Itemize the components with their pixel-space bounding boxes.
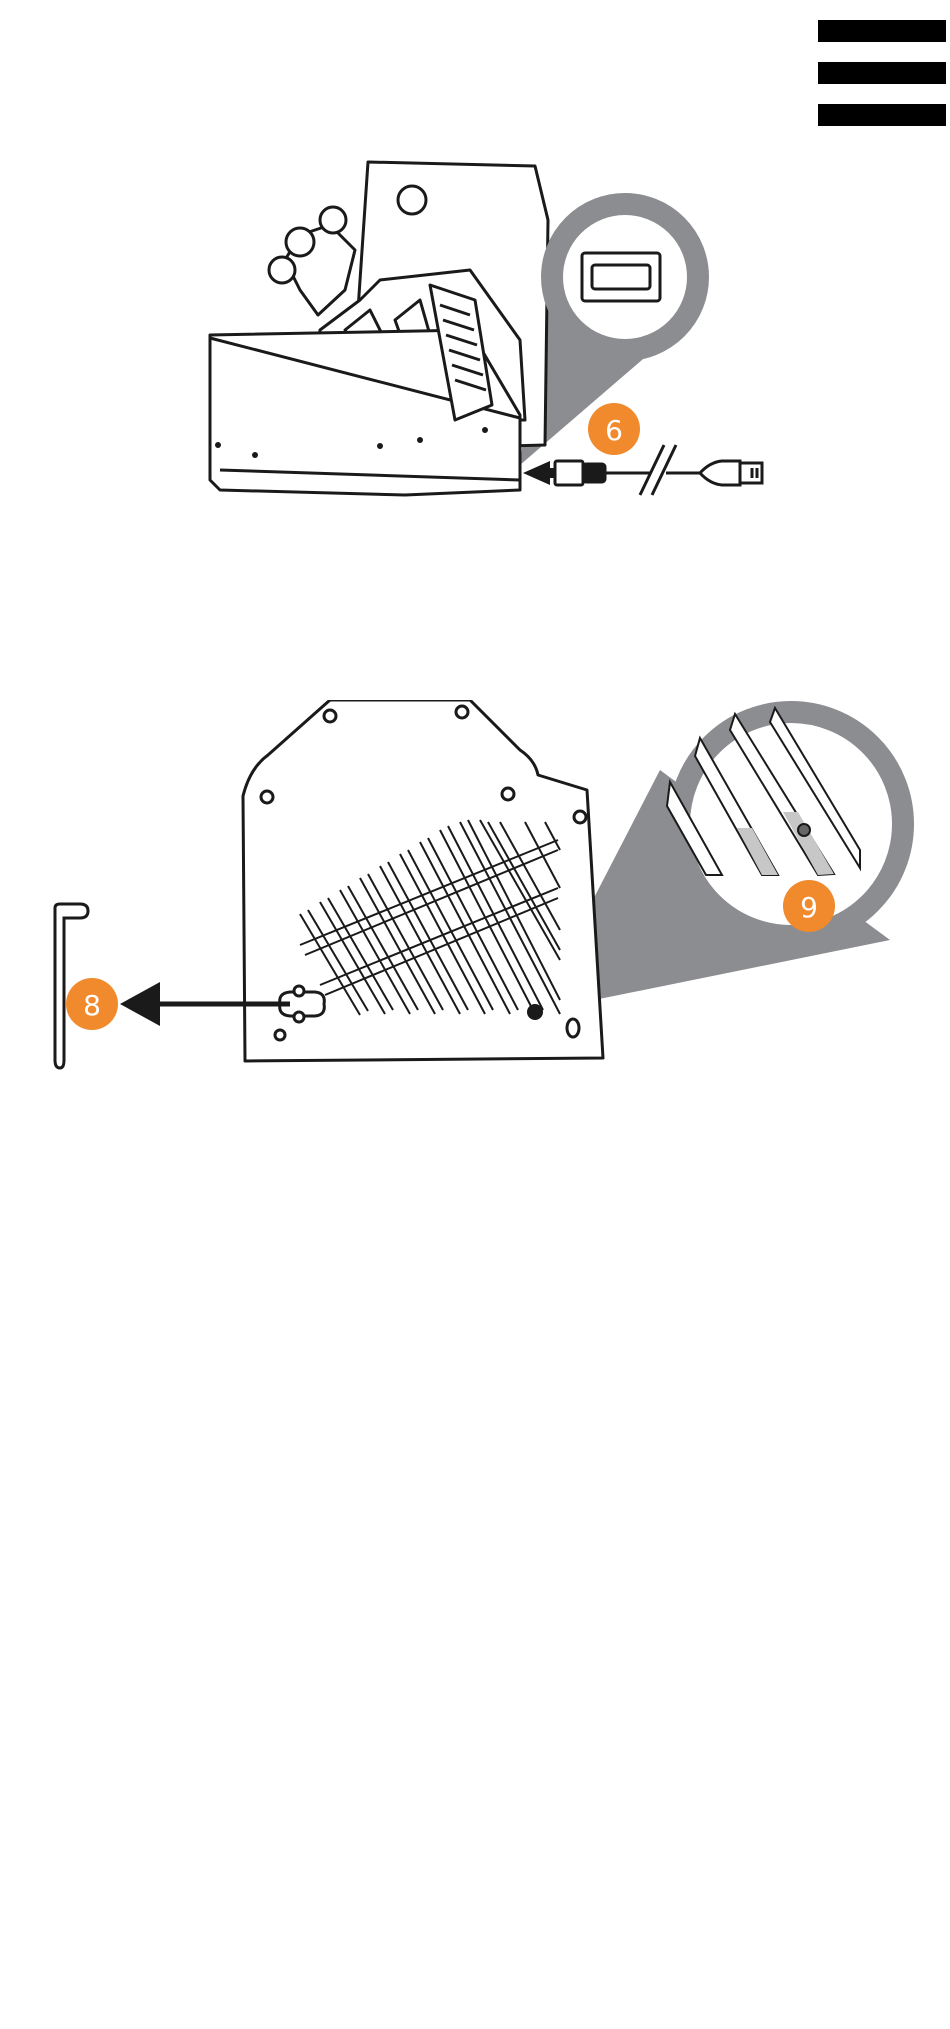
step-6-badge: 6	[605, 414, 623, 447]
menu-bar	[818, 62, 946, 84]
usb-connection-figure: 6	[0, 150, 950, 530]
usb-cable-icon	[555, 445, 762, 495]
step-9-badge: 9	[800, 891, 818, 924]
throttle-base-underside-icon	[243, 700, 603, 1061]
menu-bar	[818, 20, 946, 42]
menu-bar	[818, 104, 946, 126]
step-8-badge: 8	[83, 989, 101, 1022]
base-underside-figure: 8 9	[0, 700, 950, 1130]
hamburger-menu-icon[interactable]	[818, 20, 946, 126]
